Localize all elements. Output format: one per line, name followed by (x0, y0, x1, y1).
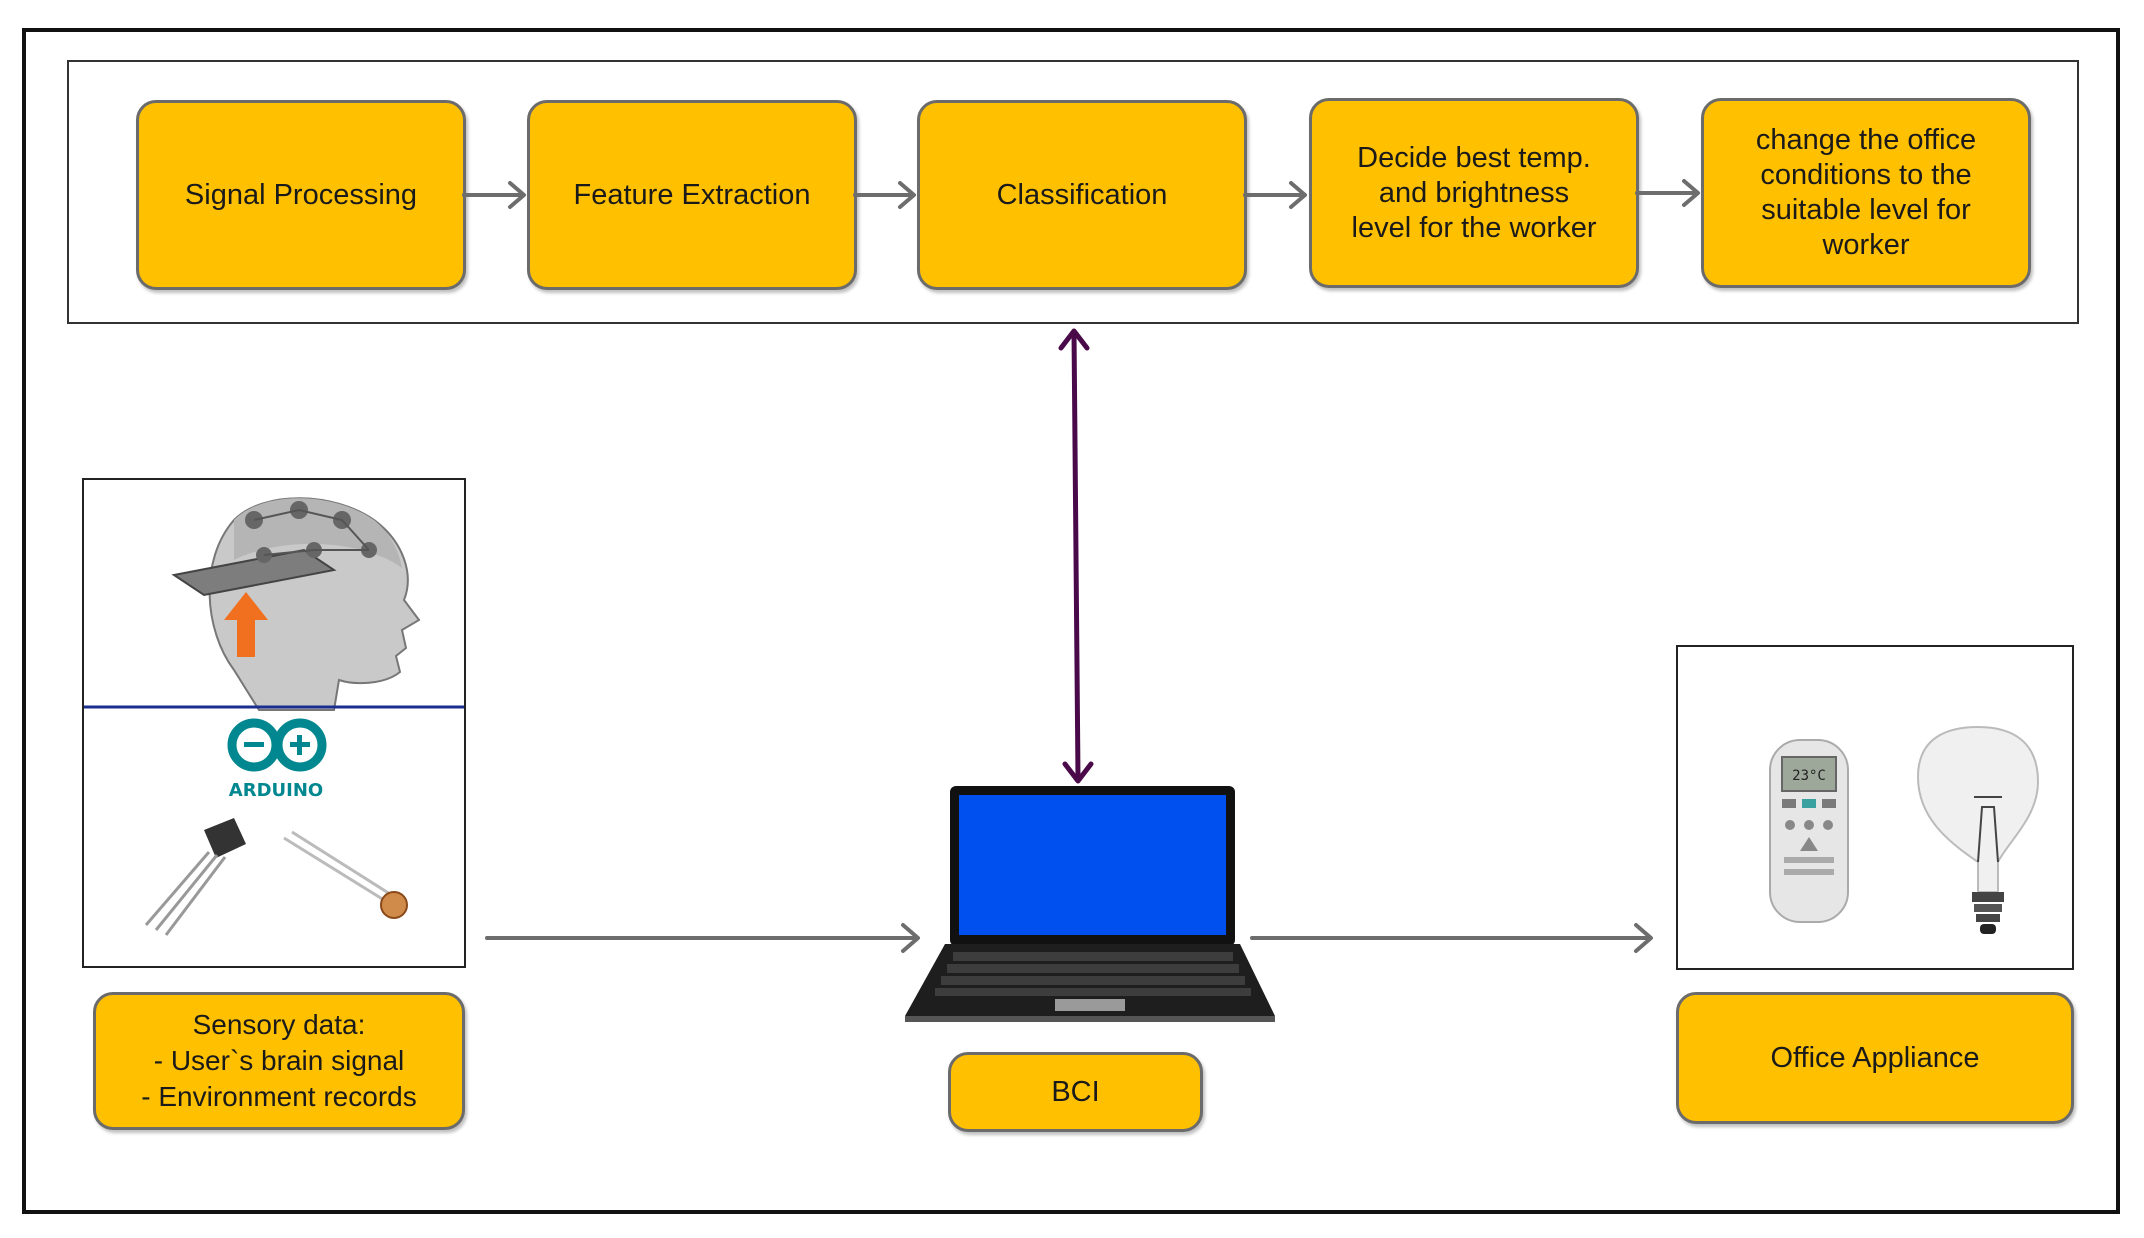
step-classification: Classification (917, 100, 1247, 290)
sensors-panel: ARDUINO (82, 478, 466, 968)
temperature-sensor-icon (144, 818, 246, 936)
bci-label: BCI (1051, 1075, 1100, 1108)
processing-pipeline-panel: Signal Processing Feature Extraction Cla… (67, 60, 2079, 324)
arrow-decide-to-change (1635, 179, 1700, 207)
arrow-bci-to-appliance (1250, 923, 1653, 953)
laptop-screen (959, 795, 1226, 935)
eeg-headset-icon (171, 497, 421, 711)
sensory-data-box: Sensory data: - User`s brain signal - En… (93, 992, 465, 1130)
light-sensor-icon (283, 830, 408, 919)
step-label: Decide best temp. and brightness level f… (1351, 141, 1597, 244)
step-change-office-conditions: change the office conditions to the suit… (1701, 98, 2031, 288)
ac-remote-icon: 23°C (1769, 739, 1849, 923)
step-decide-temp-brightness: Decide best temp. and brightness level f… (1309, 98, 1639, 288)
sensory-data-label: Sensory data: - User`s brain signal - En… (141, 1009, 417, 1112)
step-label: change the office conditions to the suit… (1755, 124, 1977, 261)
arduino-logo-text: ARDUINO (229, 780, 323, 801)
arduino-logo-icon (227, 718, 327, 772)
arrow-signal-to-feature (462, 181, 526, 209)
appliance-illustration: 23°C (1769, 725, 2040, 934)
laptop-icon (905, 786, 1275, 1022)
step-label: Classification (996, 178, 1168, 211)
arrow-feature-to-classification (853, 181, 916, 209)
office-appliance-panel: 23°C (1676, 645, 2074, 970)
step-label: Signal Processing (184, 178, 418, 211)
remote-display-text: 23°C (1792, 768, 1826, 784)
up-arrow-icon (224, 592, 268, 657)
office-appliance-label: Office Appliance (1770, 1041, 1980, 1074)
bci-box: BCI (948, 1052, 1203, 1132)
arrow-classification-to-decide (1243, 181, 1307, 209)
sensors-illustration: ARDUINO (84, 497, 464, 936)
diagram-frame (22, 28, 2120, 1214)
light-bulb-icon (1916, 725, 2040, 934)
step-signal-processing: Signal Processing (136, 100, 466, 290)
step-feature-extraction: Feature Extraction (527, 100, 857, 290)
arrow-sensors-to-bci (485, 923, 920, 953)
arrow-pipeline-bci-bidirectional (1058, 328, 1094, 784)
office-appliance-box: Office Appliance (1676, 992, 2074, 1124)
step-label: Feature Extraction (573, 178, 811, 211)
